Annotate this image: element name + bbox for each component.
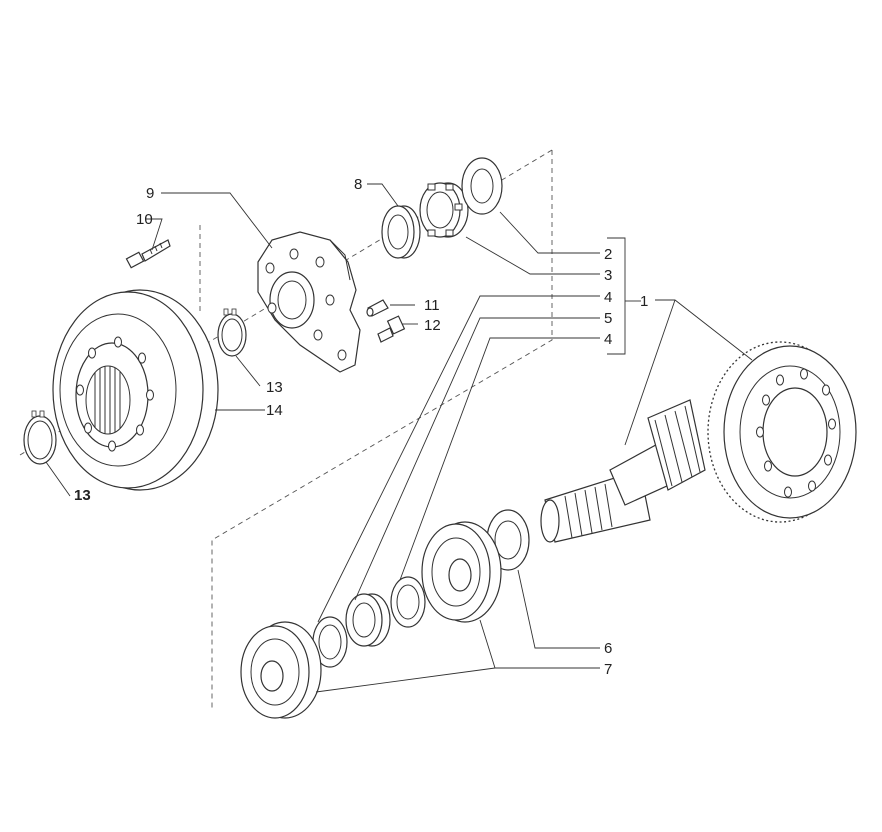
callout-7: 7 (604, 661, 612, 678)
bearing-7-upper[interactable] (421, 521, 502, 623)
callout-1: 1 (640, 293, 648, 310)
callout-3: 3 (604, 267, 612, 284)
callout-13-lower: 13 (74, 487, 91, 504)
callout-12: 12 (424, 317, 441, 334)
callout-4-lower: 4 (604, 331, 612, 348)
bracket-9[interactable] (257, 231, 361, 373)
shim-4-lower[interactable] (312, 616, 348, 668)
callout-2: 2 (604, 246, 612, 263)
bearing-7-lower[interactable] (240, 621, 322, 719)
callout-9: 9 (146, 185, 154, 202)
callout-10: 10 (136, 211, 153, 228)
shim-4-middle[interactable] (390, 576, 426, 628)
callout-8: 8 (354, 176, 362, 193)
washer-2[interactable] (461, 157, 503, 215)
brake-disc-14[interactable] (52, 289, 219, 491)
snap-ring-13-upper[interactable] (217, 308, 247, 357)
pin-11[interactable] (366, 299, 389, 317)
leader-lines (45, 183, 753, 693)
seal-8[interactable] (381, 205, 421, 259)
snap-ring-13-lower[interactable] (23, 410, 57, 465)
bolt-10[interactable] (125, 239, 171, 269)
screw-12[interactable] (377, 315, 406, 343)
spacer-5[interactable] (345, 593, 391, 647)
pinion-shaft-1[interactable] (540, 399, 706, 543)
callout-5: 5 (604, 310, 612, 327)
callout-6: 6 (604, 640, 612, 657)
callout-4-upper: 4 (604, 289, 612, 306)
callout-14: 14 (266, 402, 283, 419)
callout-13-upper: 13 (266, 379, 283, 396)
callout-11: 11 (424, 297, 440, 314)
callout-labels: 9 10 8 11 12 13 14 13 2 3 4 5 4 1 6 7 (74, 176, 648, 678)
dashed-assembly-outline (19, 149, 553, 710)
nut-3[interactable] (419, 182, 469, 238)
ring-gear-1[interactable] (707, 341, 857, 523)
